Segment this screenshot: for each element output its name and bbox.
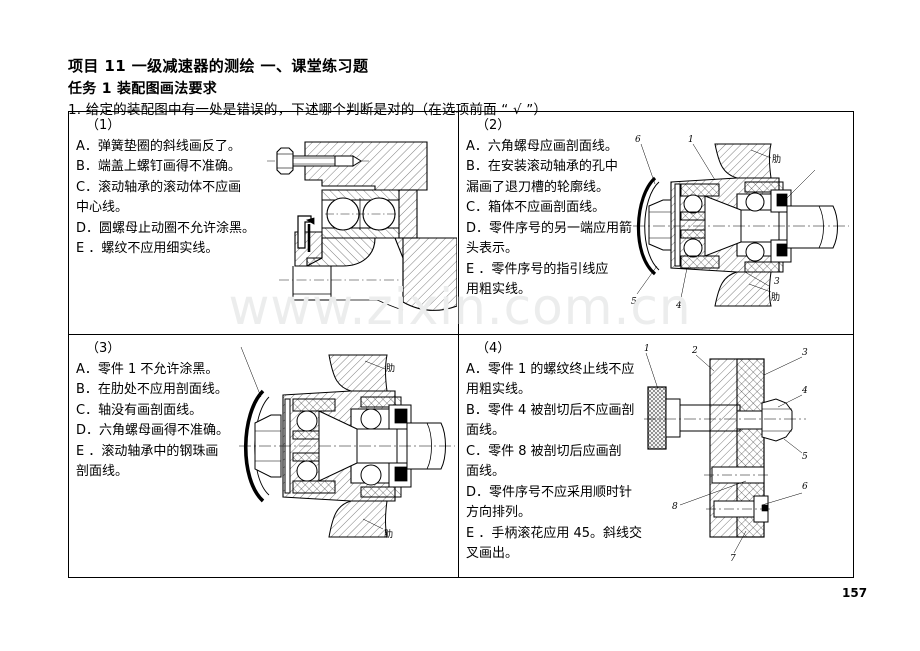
drawing-4-label-1: 1 bbox=[644, 344, 650, 354]
drawing-4-label-7: 7 bbox=[730, 554, 736, 563]
drawing-2-label-rib-bottom: 肋 bbox=[771, 292, 780, 303]
question-3-options: （3） A．零件 1 不允许涂黑。 B．在肋处不应用剖面线。 C．轴没有画剖面线… bbox=[76, 339, 261, 483]
drawing-2-label-3: 3 bbox=[774, 277, 780, 287]
question-1-number: （1） bbox=[86, 118, 121, 133]
question-2-options: （2） A．六角螺母应画剖面线。 B．在安装滚动轴承的孔中 漏画了退刀槽的轮廓线… bbox=[466, 116, 651, 301]
bearing-endcap-section-drawing bbox=[267, 128, 457, 328]
question-2-number: （2） bbox=[476, 118, 511, 133]
question-3-number: （3） bbox=[86, 341, 121, 356]
question-1-options: （1） A．弹簧垫圈的斜线画反了。 B．端盖上螺钉画得不准确。 C．滚动轴承的滚… bbox=[76, 116, 261, 260]
wheel-hub-section-drawing-2: 6 1 肋 5 4 3 肋 bbox=[619, 134, 853, 329]
drawing-4-label-8: 8 bbox=[672, 502, 678, 512]
question-2-option-b-cont: 漏画了退刀槽的轮廓线。 bbox=[466, 179, 610, 195]
question-4-option-b[interactable]: B．零件 4 被剖切后不应画剖 bbox=[466, 402, 635, 418]
drawing-4-label-5: 5 bbox=[802, 452, 808, 462]
question-3-option-a[interactable]: A．零件 1 不允许涂黑。 bbox=[76, 361, 219, 377]
question-4-option-c-cont: 面线。 bbox=[466, 464, 506, 479]
question-2-option-a[interactable]: A．六角螺母应画剖面线。 bbox=[466, 138, 618, 154]
question-1-option-c[interactable]: C．滚动轴承的滚动体不应画 bbox=[76, 179, 242, 195]
questions-table: （1） A．弹簧垫圈的斜线画反了。 B．端盖上螺钉画得不准确。 C．滚动轴承的滚… bbox=[68, 111, 854, 578]
question-1-option-d[interactable]: D．圆螺母止动圈不允许涂黑。 bbox=[76, 220, 256, 236]
question-2-option-d-cont: 头表示。 bbox=[466, 241, 519, 256]
question-4-option-c[interactable]: C．零件 8 被剖切后应画剖 bbox=[466, 443, 622, 459]
page-title: 项目 11 一级减速器的测绘 一、课堂练习题 bbox=[68, 57, 369, 75]
drawing-4-label-6: 6 bbox=[802, 482, 808, 492]
question-2-option-c[interactable]: C．箱体不应画剖面线。 bbox=[466, 200, 606, 215]
task-heading: 任务 1 装配图画法要求 bbox=[68, 81, 218, 97]
question-2-option-e-cont: 用粗实线。 bbox=[466, 282, 532, 297]
question-4-option-a-cont: 用粗实线。 bbox=[466, 382, 532, 397]
drawing-4-label-4: 4 bbox=[801, 386, 808, 396]
question-4-option-a[interactable]: A．零件 1 的螺纹终止线不应 bbox=[466, 361, 635, 377]
drawing-2-label-5: 5 bbox=[631, 297, 637, 307]
question-4-option-d[interactable]: D．零件序号不应采用顺时针 bbox=[466, 484, 633, 500]
page-number: 157 bbox=[842, 586, 868, 600]
question-1-option-a[interactable]: A．弹簧垫圈的斜线画反了。 bbox=[76, 138, 241, 154]
question-4-option-b-cont: 面线。 bbox=[466, 423, 506, 438]
question-4-option-e[interactable]: E ．手柄滚花应用 45。斜线交 bbox=[466, 525, 643, 541]
question-cell-2: （2） A．六角螺母应画剖面线。 B．在安装滚动轴承的孔中 漏画了退刀槽的轮廓线… bbox=[458, 111, 854, 335]
question-cell-3: （3） A．零件 1 不允许涂黑。 B．在肋处不应用剖面线。 C．轴没有画剖面线… bbox=[68, 334, 459, 578]
question-3-option-e-cont: 剖面线。 bbox=[76, 464, 129, 479]
question-1-option-c-cont: 中心线。 bbox=[76, 200, 129, 215]
question-4-options: （4） A．零件 1 的螺纹终止线不应 用粗实线。 B．零件 4 被剖切后不应画… bbox=[466, 339, 651, 565]
question-2-option-d[interactable]: D．零件序号的另一端应用箭 bbox=[466, 220, 633, 236]
drawing-2-label-4: 4 bbox=[675, 301, 682, 311]
question-4-number: （4） bbox=[476, 341, 511, 356]
drawing-2-label-1: 1 bbox=[688, 135, 694, 145]
question-3-option-b[interactable]: B．在肋处不应用剖面线。 bbox=[76, 382, 228, 397]
question-cell-1: （1） A．弹簧垫圈的斜线画反了。 B．端盖上螺钉画得不准确。 C．滚动轴承的滚… bbox=[68, 111, 459, 335]
drawing-2-label-rib-top: 肋 bbox=[772, 154, 781, 165]
drawing-3-label-rib-bottom: 肋 bbox=[384, 529, 393, 540]
drawing-4-label-2: 2 bbox=[691, 346, 698, 356]
question-4-option-d-cont: 方向排列。 bbox=[466, 505, 532, 520]
question-1-option-e[interactable]: E ．螺纹不应用细实线。 bbox=[76, 241, 219, 256]
drawing-2-label-6: 6 bbox=[635, 135, 641, 145]
knurled-handle-shaft-drawing: 1 2 3 4 5 6 7 8 bbox=[644, 341, 849, 563]
question-3-option-d[interactable]: D．六角螺母画得不准确。 bbox=[76, 423, 230, 438]
question-3-option-c[interactable]: C．轴没有画剖面线。 bbox=[76, 402, 203, 418]
question-4-option-e-cont: 叉画出。 bbox=[466, 546, 519, 561]
drawing-4-label-3: 3 bbox=[802, 348, 808, 358]
question-cell-4: （4） A．零件 1 的螺纹终止线不应 用粗实线。 B．零件 4 被剖切后不应画… bbox=[458, 334, 854, 578]
question-2-option-b[interactable]: B．在安装滚动轴承的孔中 bbox=[466, 159, 618, 174]
drawing-3-label-rib-top: 肋 bbox=[386, 363, 395, 374]
question-1-option-b[interactable]: B．端盖上螺钉画得不准确。 bbox=[76, 159, 241, 174]
question-2-option-e[interactable]: E ．零件序号的指引线应 bbox=[466, 261, 609, 277]
question-3-option-e[interactable]: E ．滚动轴承中的钢珠画 bbox=[76, 443, 219, 459]
wheel-hub-section-drawing-3: 肋 肋 bbox=[231, 341, 458, 556]
